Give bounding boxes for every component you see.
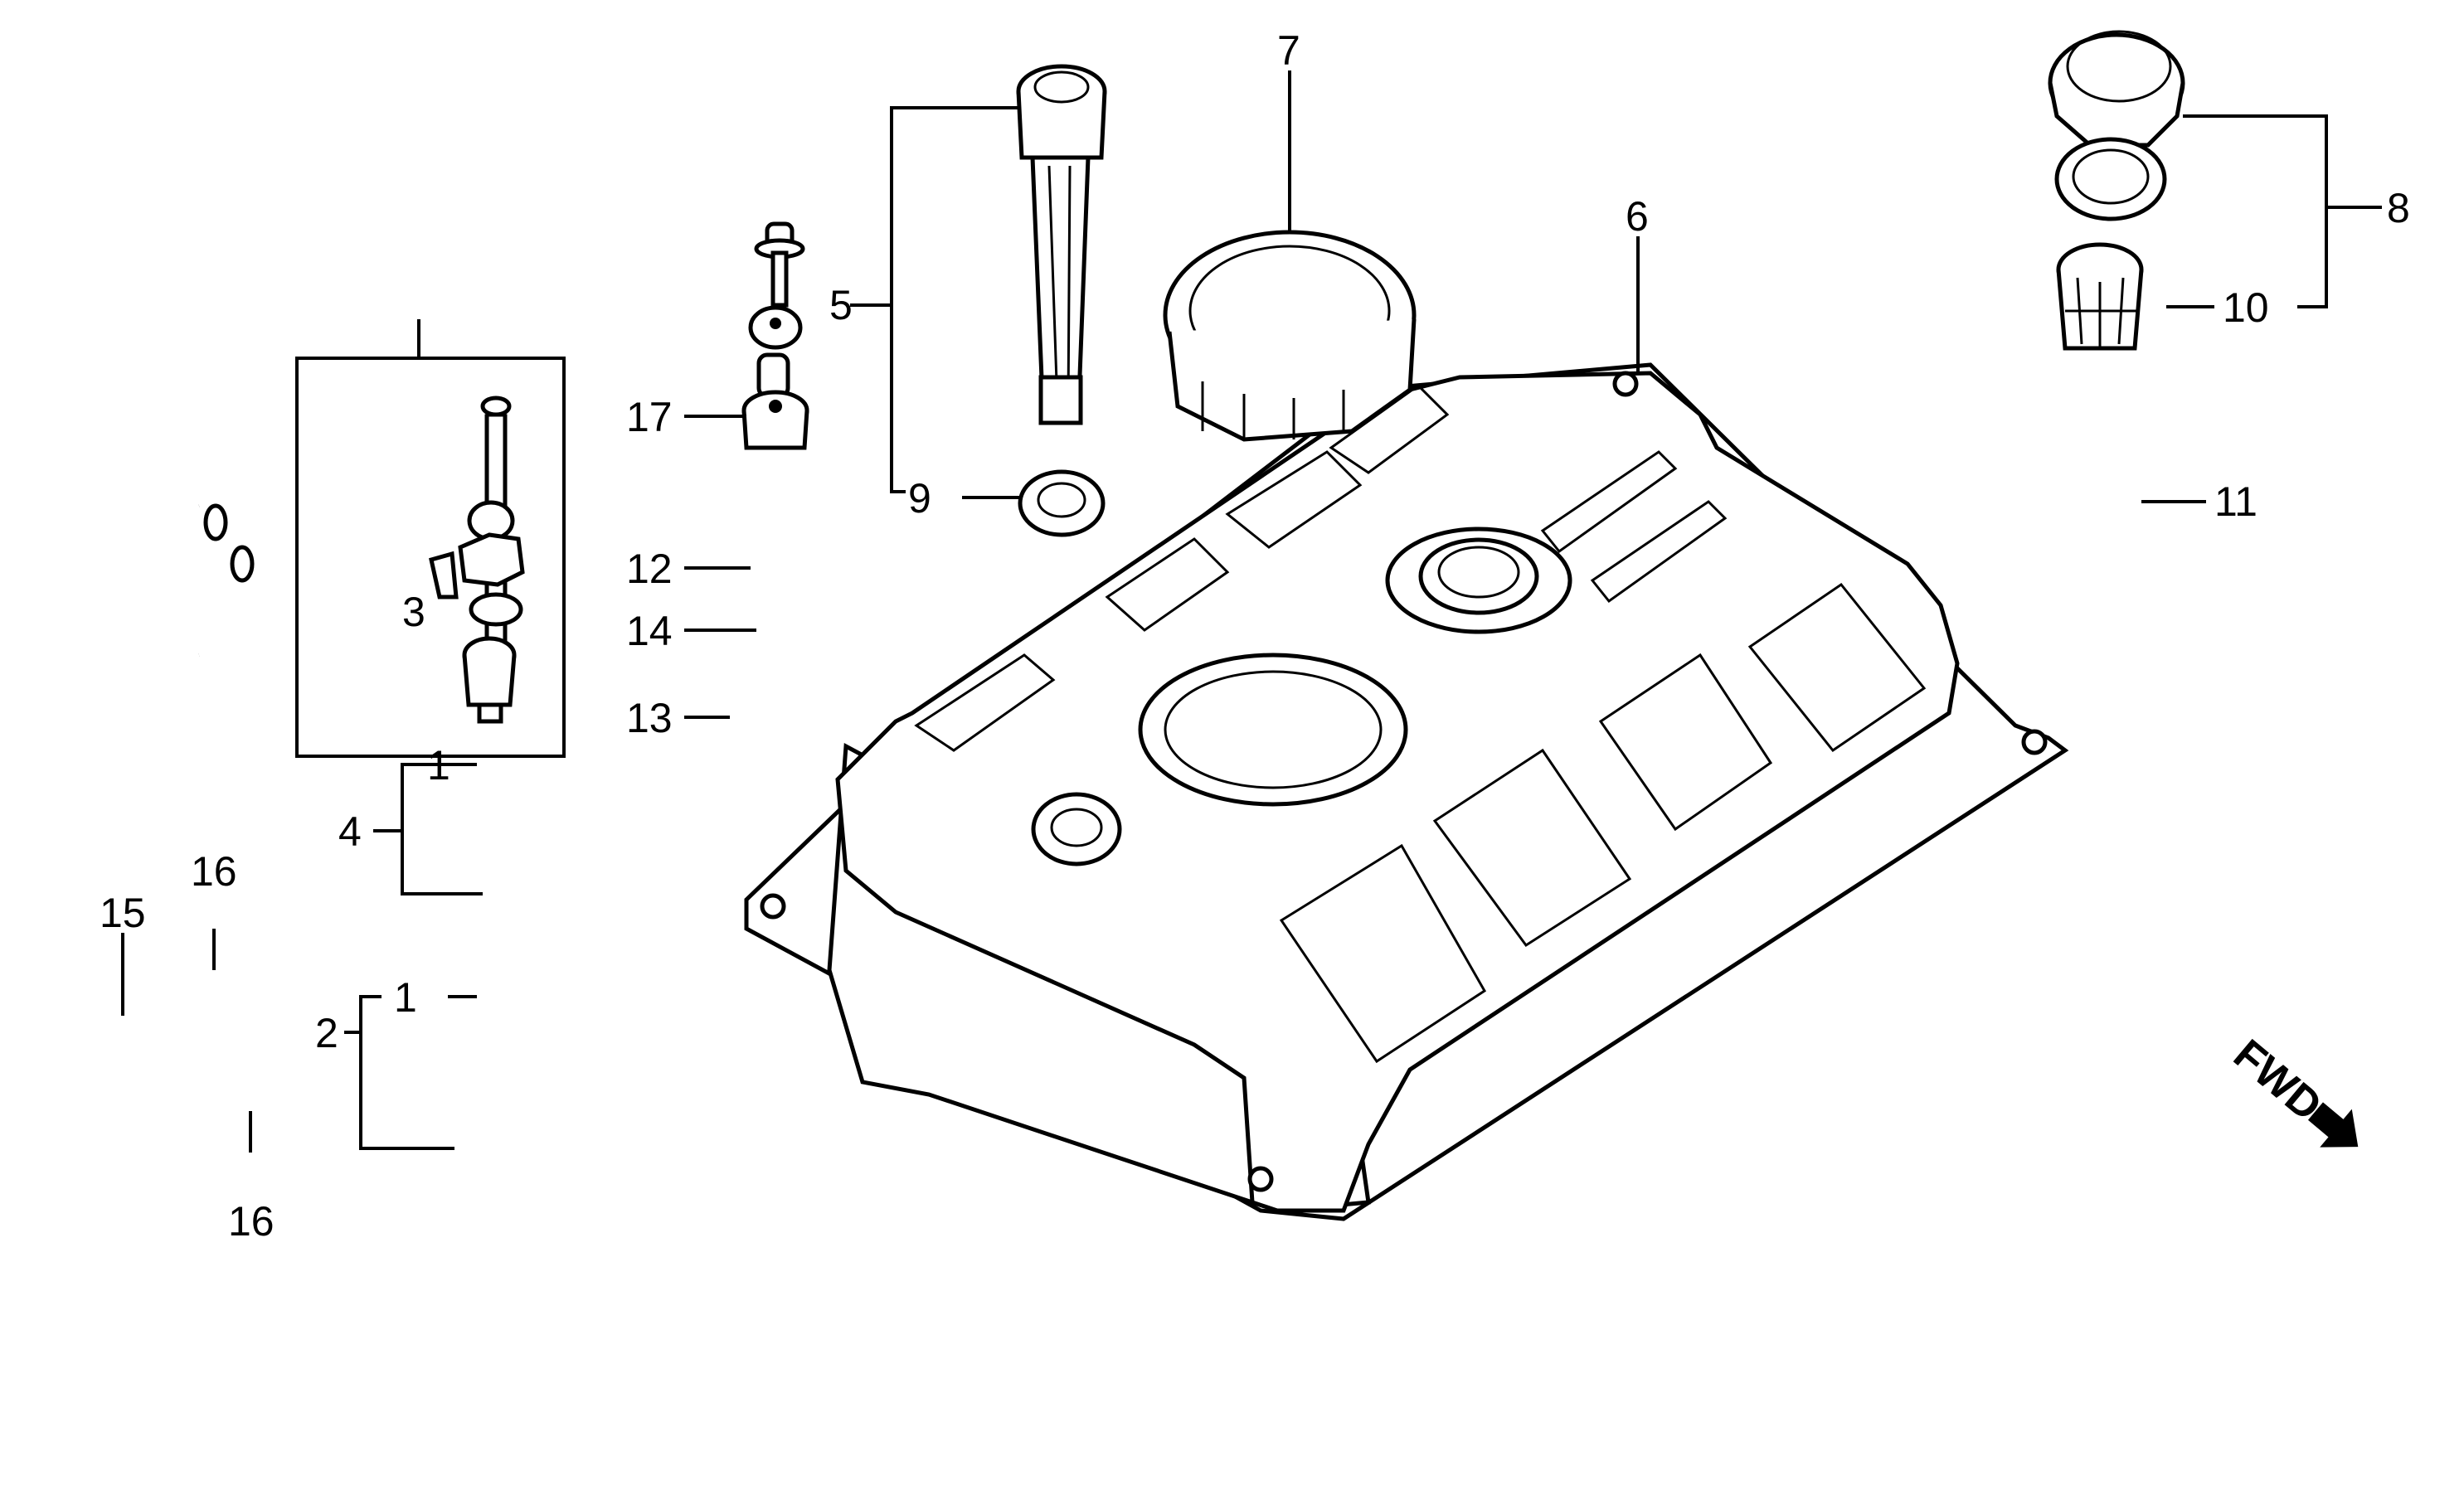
seal-9[interactable]: [1018, 469, 1106, 537]
filter-11[interactable]: [2056, 242, 2144, 351]
callout-5[interactable]: 5: [829, 282, 853, 328]
hose-clip-16-top[interactable]: [203, 503, 228, 541]
fuel-valve-assembly-3: [295, 319, 566, 758]
fuel-tank[interactable]: [744, 362, 2069, 1221]
callout-2[interactable]: 2: [315, 1010, 338, 1056]
callout-12[interactable]: 12: [626, 546, 673, 592]
washer-12[interactable]: [748, 305, 803, 350]
bolt-17[interactable]: [754, 221, 805, 308]
callout-6[interactable]: 6: [1626, 193, 1649, 240]
callout-17[interactable]: 17: [626, 394, 673, 440]
fwd-direction-marker: FWD: [2224, 1031, 2359, 1148]
callout-9[interactable]: 9: [908, 475, 931, 522]
callout-7[interactable]: 7: [1277, 27, 1300, 74]
fuel-cap-7[interactable]: [1163, 230, 1417, 442]
callout-15[interactable]: 15: [100, 890, 146, 936]
callout-labels: 5 7 6 8 10 11 9 17 12 14 13 3 1 4 1 2 15…: [100, 27, 2410, 1245]
fuel-hose-15[interactable]: [36, 501, 202, 663]
leader-lines: [121, 70, 2382, 1153]
callout-4[interactable]: 4: [338, 808, 362, 855]
callout-16-top[interactable]: 16: [191, 848, 237, 895]
callout-14[interactable]: 14: [626, 608, 673, 654]
gasket-10[interactable]: [2054, 137, 2167, 221]
grommet-13[interactable]: [741, 390, 809, 450]
callout-1-top[interactable]: 1: [427, 742, 450, 789]
filler-cap-8[interactable]: [2048, 30, 2185, 148]
sediment-cup-2[interactable]: [462, 636, 517, 724]
callout-16-bottom[interactable]: 16: [228, 1198, 275, 1245]
callout-11[interactable]: 11: [2214, 478, 2257, 525]
callout-1-bottom[interactable]: 1: [394, 974, 417, 1021]
collar-14[interactable]: [756, 352, 790, 399]
hose-clip-16-bottom[interactable]: [230, 545, 255, 583]
o-ring-1-top[interactable]: [480, 396, 512, 417]
arrow-right-down-icon: [2307, 1102, 2359, 1148]
fuel-strainer-5[interactable]: [1016, 64, 1107, 425]
o-ring-1-bottom[interactable]: [469, 592, 523, 627]
fuel-valve[interactable]: [429, 500, 525, 599]
callout-8[interactable]: 8: [2387, 185, 2410, 231]
callout-3[interactable]: 3: [402, 589, 425, 635]
callout-13[interactable]: 13: [626, 695, 673, 741]
callout-10[interactable]: 10: [2223, 284, 2269, 331]
